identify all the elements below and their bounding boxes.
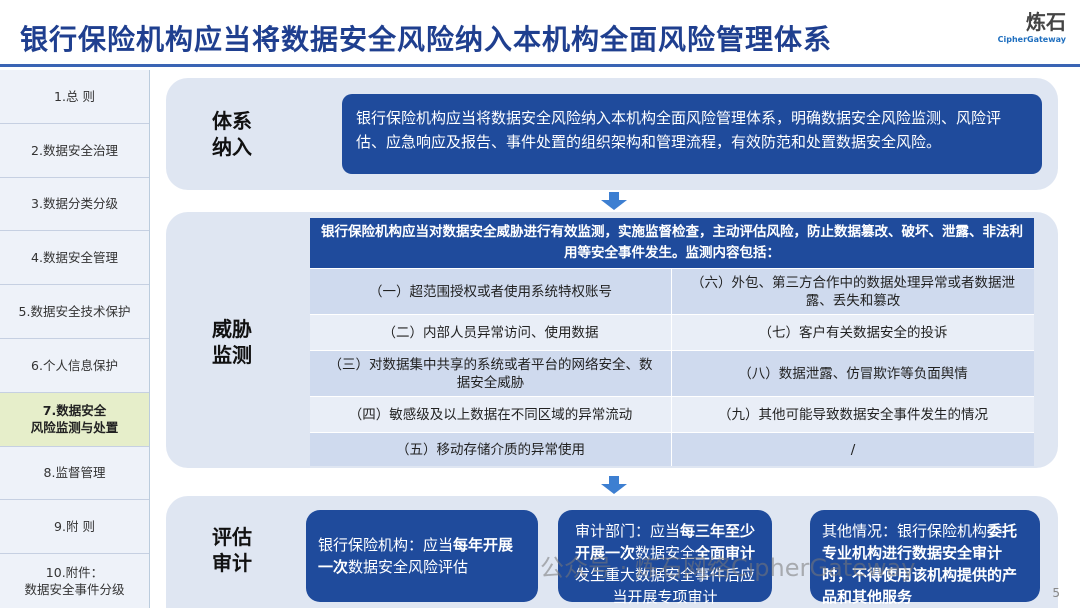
- assessment-box-other: 其他情况：银行保险机构委托专业机构进行数据安全审计时，不得使用该机构提供的产品和…: [810, 510, 1040, 606]
- box-text: 银行保险机构：应当: [318, 536, 454, 554]
- table-cell: （六）外包、第三方合作中的数据处理异常或者数据泄露、丢失和篡改: [672, 269, 1034, 314]
- box-text: 审计部门：应当: [574, 522, 680, 540]
- sidebar-item-label: 10.附件： 数据安全事件分级: [24, 565, 125, 598]
- table-row: （四）敏感级及以上数据在不同区域的异常流动 （九）其他可能导致数据安全事件发生的…: [310, 396, 1034, 432]
- box-text: 数据安全风险评估: [348, 558, 469, 576]
- logo-cn-text: 炼石: [1026, 10, 1066, 34]
- system-inclusion-text: 银行保险机构应当将数据安全风险纳入本机构全面风险管理体系，明确数据安全风险监测、…: [342, 94, 1042, 174]
- sidebar-item-personal-info[interactable]: 6.个人信息保护: [0, 339, 149, 393]
- page-title: 银行保险机构应当将数据安全风险纳入本机构全面风险管理体系: [20, 23, 833, 56]
- sidebar-item-risk-monitoring[interactable]: 7.数据安全 风险监测与处置: [0, 392, 149, 447]
- table-cell: （八）数据泄露、仿冒欺诈等负面舆情: [672, 351, 1034, 396]
- table-row: （二）内部人员异常访问、使用数据 （七）客户有关数据安全的投诉: [310, 314, 1034, 350]
- table-cell: （七）客户有关数据安全的投诉: [672, 315, 1034, 350]
- down-arrow-icon: [601, 192, 627, 210]
- sidebar-nav: 1.总 则 2.数据安全治理 3.数据分类分级 4.数据安全管理 5.数据安全技…: [0, 70, 150, 608]
- assessment-audit-panel: 评估 审计 银行保险机构：应当每年开展一次数据安全风险评估 审计部门：应当每三年…: [166, 496, 1058, 608]
- box-highlight: 每三年至少开展一次: [574, 522, 756, 562]
- sidebar-item-label: 9.附 则: [54, 519, 95, 535]
- table-cell: /: [672, 433, 1034, 466]
- table-row: （一）超范围授权或者使用系统特权账号 （六）外包、第三方合作中的数据处理异常或者…: [310, 268, 1034, 314]
- sidebar-item-supplementary[interactable]: 9.附 则: [0, 500, 149, 555]
- sidebar-item-label: 6.个人信息保护: [31, 357, 118, 373]
- table-cell: （四）敏感级及以上数据在不同区域的异常流动: [310, 397, 672, 432]
- brand-logo: 炼石 CipherGateway: [998, 6, 1066, 44]
- system-inclusion-panel: 体系 纳入 银行保险机构应当将数据安全风险纳入本机构全面风险管理体系，明确数据安…: [166, 78, 1058, 190]
- sidebar-item-label: 1.总 则: [54, 88, 95, 104]
- sidebar-item-label: 2.数据安全治理: [31, 142, 118, 158]
- threat-monitoring-panel: 威胁 监测 银行保险机构应当对数据安全威胁进行有效监测，实施监督检查，主动评估风…: [166, 212, 1058, 468]
- sidebar-item-general[interactable]: 1.总 则: [0, 70, 149, 124]
- sidebar-item-governance[interactable]: 2.数据安全治理: [0, 124, 149, 178]
- table-cell: （一）超范围授权或者使用系统特权账号: [310, 269, 672, 314]
- down-arrow-icon: [601, 476, 627, 494]
- section-label: 体系 纳入: [212, 109, 252, 159]
- table-row: （三）对数据集中共享的系统或者平台的网络安全、数据安全威胁 （八）数据泄露、仿冒…: [310, 350, 1034, 396]
- sidebar-item-label: 3.数据分类分级: [31, 196, 118, 212]
- box-text: 发生重大数据安全事件后应当开展专项审计: [574, 566, 755, 606]
- monitoring-table-header: 银行保险机构应当对数据安全威胁进行有效监测，实施监督检查，主动评估风险，防止数据…: [310, 218, 1034, 268]
- sidebar-item-label: 4.数据安全管理: [31, 250, 118, 266]
- sidebar-item-label: 8.监督管理: [43, 465, 106, 481]
- assessment-box-audit-dept: 审计部门：应当每三年至少开展一次数据安全全面审计发生重大数据安全事件后应当开展专…: [558, 510, 772, 606]
- monitoring-table: 银行保险机构应当对数据安全威胁进行有效监测，实施监督检查，主动评估风险，防止数据…: [310, 218, 1034, 466]
- table-cell: （三）对数据集中共享的系统或者平台的网络安全、数据安全威胁: [310, 351, 672, 396]
- sidebar-item-appendix[interactable]: 10.附件： 数据安全事件分级: [0, 554, 149, 608]
- table-cell: （九）其他可能导致数据安全事件发生的情况: [672, 397, 1034, 432]
- logo-en-text: CipherGateway: [997, 35, 1066, 44]
- box-text: 数据安全: [634, 544, 695, 562]
- sidebar-item-label: 5.数据安全技术保护: [18, 304, 131, 320]
- title-divider: [0, 64, 1080, 67]
- table-row: （五）移动存储介质的异常使用 /: [310, 432, 1034, 466]
- assessment-box-institution: 银行保险机构：应当每年开展一次数据安全风险评估: [306, 510, 538, 602]
- box-highlight: 委托专业机构进行数据安全审计时，不得使用该机构提供的产品和其他服务: [822, 522, 1018, 606]
- section-label: 评估 审计: [212, 525, 252, 575]
- sidebar-item-tech-protection[interactable]: 5.数据安全技术保护: [0, 285, 149, 339]
- sidebar-item-label: 7.数据安全 风险监测与处置: [30, 403, 119, 436]
- box-highlight: 每年开展一次: [318, 536, 514, 576]
- section-label: 威胁 监测: [212, 317, 252, 367]
- sidebar-item-classification[interactable]: 3.数据分类分级: [0, 178, 149, 232]
- table-cell: （二）内部人员异常访问、使用数据: [310, 315, 672, 350]
- page-number: 5: [1052, 586, 1060, 600]
- box-text: 其他情况：银行保险机构: [822, 522, 988, 540]
- sidebar-item-management[interactable]: 4.数据安全管理: [0, 231, 149, 286]
- table-cell: （五）移动存储介质的异常使用: [310, 433, 672, 466]
- sidebar-item-supervision[interactable]: 8.监督管理: [0, 447, 149, 501]
- box-highlight: 全面审计: [695, 544, 756, 562]
